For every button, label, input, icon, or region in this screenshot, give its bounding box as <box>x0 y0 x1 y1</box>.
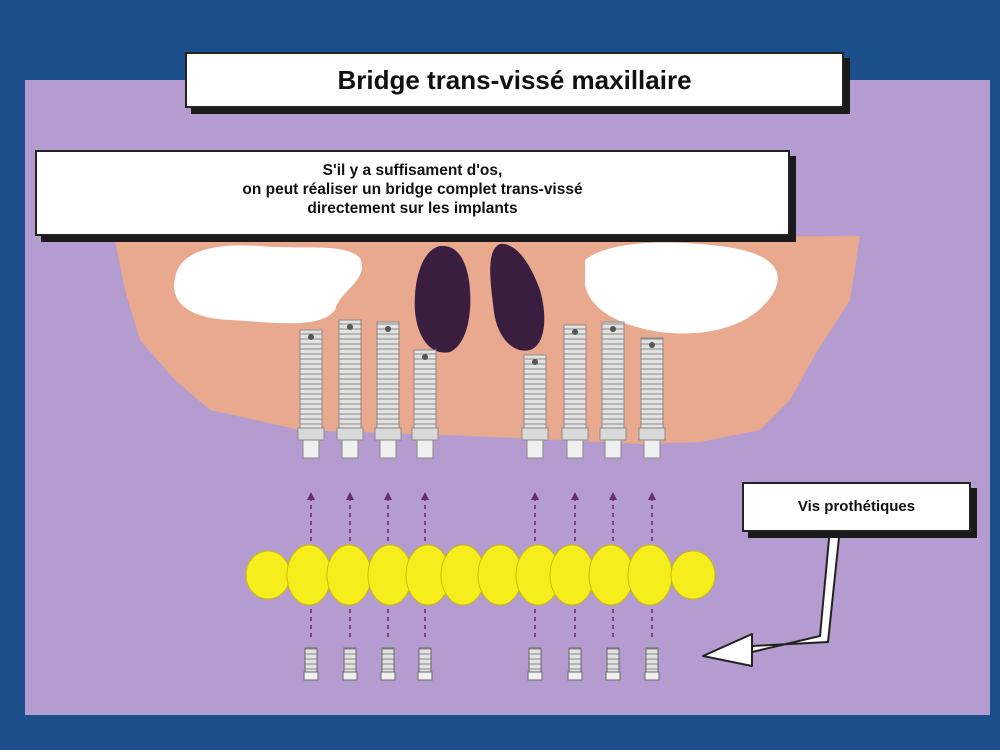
abutment-5 <box>521 427 549 441</box>
implants <box>297 319 666 459</box>
intro-text-box: S'il y a suffisament d'os, on peut réali… <box>35 150 790 236</box>
intro-line-3: directement sur les implants <box>307 200 518 217</box>
insertion-path-4 <box>421 492 429 640</box>
tooth-10 <box>588 544 634 606</box>
insertion-path-1 <box>307 492 315 640</box>
left-sinus <box>174 245 363 324</box>
tooth-4 <box>367 544 413 606</box>
prosthetic-screw-7 <box>605 647 621 681</box>
title-banner: Bridge trans-vissé maxillaire <box>185 52 844 108</box>
implant-8 <box>638 337 666 459</box>
abutment-1 <box>297 427 325 441</box>
bridge-teeth <box>245 544 716 606</box>
intro-line-2: on peut réaliser un bridge complet trans… <box>242 181 583 198</box>
prosthetic-screws <box>303 647 660 681</box>
insertion-path-8 <box>648 492 656 640</box>
implant-3 <box>374 321 402 459</box>
intro-line-1: S'il y a suffisament d'os, <box>322 162 503 179</box>
implant-5 <box>521 354 549 459</box>
prosthetic-screw-1 <box>303 647 319 681</box>
tooth-2 <box>286 544 332 606</box>
right-sinus <box>585 242 778 334</box>
implant-6 <box>561 324 589 459</box>
abutment-4 <box>411 427 439 441</box>
abutment-3 <box>374 427 402 441</box>
tooth-11 <box>627 544 673 606</box>
right-nasal-cavity <box>490 243 545 351</box>
abutment-7 <box>599 427 627 441</box>
insertion-path-6 <box>571 492 579 640</box>
tooth-3 <box>326 544 372 606</box>
prosthetic-screw-3 <box>380 647 396 681</box>
tooth-1 <box>245 550 291 600</box>
screws-label: Vis prothétiques <box>797 498 916 515</box>
insertion-path-5 <box>531 492 539 640</box>
implant-2 <box>336 319 364 459</box>
tooth-12 <box>670 550 716 600</box>
abutment-2 <box>336 427 364 441</box>
abutment-6 <box>561 427 589 441</box>
implant-1 <box>297 329 325 459</box>
insertion-path-3 <box>384 492 392 640</box>
prosthetic-screw-5 <box>527 647 543 681</box>
screws-pointer-arrow <box>702 527 841 667</box>
left-nasal-cavity <box>414 245 471 353</box>
insertion-path-7 <box>609 492 617 640</box>
page-title: Bridge trans-vissé maxillaire <box>337 65 692 95</box>
screws-label-box: Vis prothétiques <box>742 482 971 532</box>
screw-insertion-paths <box>307 492 656 640</box>
implant-7 <box>599 321 627 459</box>
prosthetic-screw-2 <box>342 647 358 681</box>
implant-4 <box>411 349 439 459</box>
tooth-7 <box>477 544 523 606</box>
prosthetic-screw-4 <box>417 647 433 681</box>
abutment-8 <box>638 427 666 441</box>
tooth-9 <box>549 544 595 606</box>
prosthetic-screw-8 <box>644 647 660 681</box>
prosthetic-screw-6 <box>567 647 583 681</box>
insertion-path-2 <box>346 492 354 640</box>
